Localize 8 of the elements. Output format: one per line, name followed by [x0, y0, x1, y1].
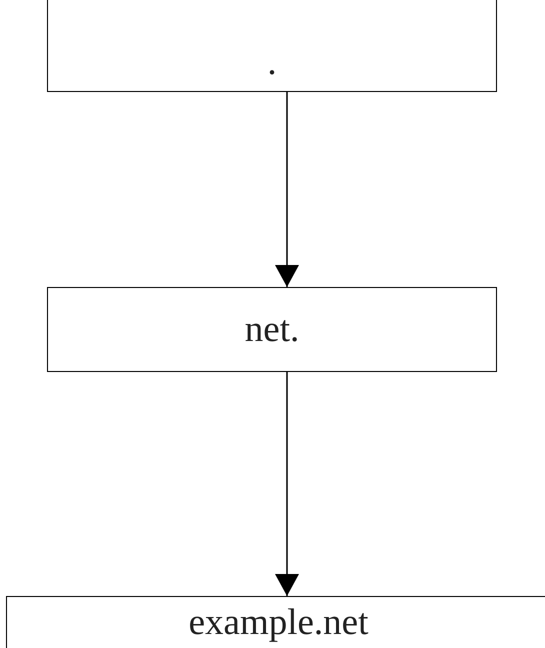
- node-label: net.: [244, 311, 300, 348]
- arrow: [275, 92, 299, 287]
- process-box: [47, 0, 497, 92]
- process-box: [47, 287, 497, 372]
- node-label: .: [267, 44, 277, 81]
- arrow: [275, 372, 299, 596]
- process-box: [6, 596, 545, 648]
- node-label: example.net: [188, 604, 368, 640]
